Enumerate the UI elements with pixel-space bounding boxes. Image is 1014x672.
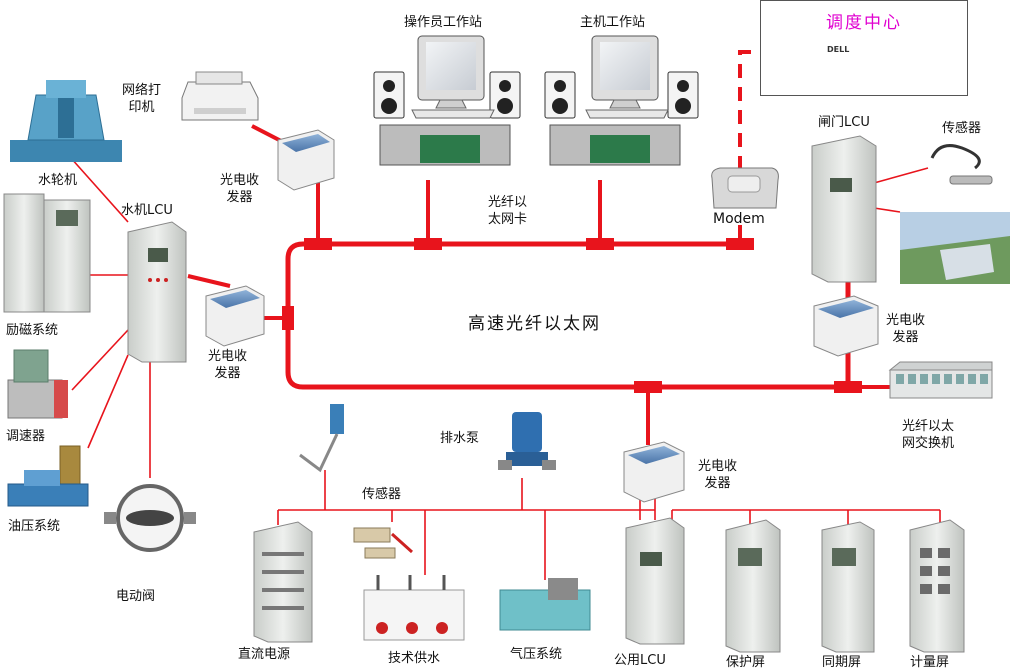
oil-pressure-icon bbox=[7, 445, 89, 507]
oil-pressure-label: 油压系统 bbox=[8, 519, 61, 534]
fiber-switch-label: 光纤以太 网交换机 bbox=[902, 419, 955, 451]
small-sensor-icon bbox=[353, 527, 414, 559]
common-lcu-label: 公用LCU bbox=[614, 653, 666, 668]
top-sensor-label: 传感器 bbox=[942, 121, 982, 136]
optical-transceiver-label-4: 光电收 发器 bbox=[698, 459, 738, 491]
governor-label: 调速器 bbox=[6, 429, 46, 444]
motor-valve-icon bbox=[104, 484, 196, 552]
drain-pump-icon bbox=[498, 412, 556, 470]
top-sensor-icon bbox=[930, 144, 993, 185]
optical-transceiver-icon-2 bbox=[205, 285, 265, 347]
dc-power-cabinet-icon bbox=[253, 521, 313, 643]
host-workstation-icon bbox=[544, 35, 699, 166]
pressure-sensor-icon bbox=[299, 404, 344, 473]
excitation-label: 励磁系统 bbox=[6, 323, 59, 338]
unit-lcu-label: 水机LCU bbox=[121, 203, 173, 218]
modem-dashed-link bbox=[738, 50, 760, 170]
dc-power-label: 直流电源 bbox=[238, 647, 291, 662]
optical-transceiver-label-3: 光电收 发器 bbox=[886, 313, 926, 345]
host-workstation-label: 主机工作站 bbox=[580, 15, 646, 30]
fiber-ring bbox=[285, 241, 851, 390]
dispatch-brand-label: DELL bbox=[827, 45, 850, 54]
network-title: 高速光纤以太网 bbox=[468, 314, 601, 334]
tech-water-label: 技术供水 bbox=[388, 651, 441, 666]
dam-photo-icon bbox=[900, 212, 1010, 284]
ring-taps bbox=[282, 238, 862, 393]
governor-icon bbox=[7, 349, 68, 419]
motor-valve-label: 电动阀 bbox=[116, 589, 156, 604]
protection-cabinet-icon bbox=[725, 519, 781, 653]
sync-label: 同期屏 bbox=[822, 655, 862, 670]
lcu-transceiver-link bbox=[187, 274, 231, 288]
gate-lcu-thin-links bbox=[873, 167, 929, 213]
optical-transceiver-icon-1 bbox=[277, 129, 335, 191]
bottom-sensor-label: 传感器 bbox=[362, 487, 402, 502]
fiber-nic-label: 光纤以 太网卡 bbox=[488, 195, 528, 227]
optical-transceiver-label-2: 光电收 发器 bbox=[208, 349, 248, 381]
gate-lcu-label: 闸门LCU bbox=[818, 115, 870, 130]
unit-lcu-cabinet-icon bbox=[127, 221, 187, 363]
modem-icon bbox=[711, 167, 779, 209]
excitation-cabinet-icon bbox=[3, 193, 91, 313]
operator-workstation-icon bbox=[373, 35, 521, 166]
sync-cabinet-icon bbox=[821, 521, 875, 653]
protection-label: 保护屏 bbox=[726, 655, 766, 670]
optical-transceiver-label-1: 光电收 发器 bbox=[220, 173, 260, 205]
optical-transceiver-icon-4 bbox=[623, 441, 685, 503]
fiber-switch-icon bbox=[888, 361, 993, 399]
dispatch-center-box: 调度中心 DELL bbox=[760, 0, 968, 96]
air-pressure-icon bbox=[499, 578, 591, 631]
air-pressure-label: 气压系统 bbox=[510, 647, 563, 662]
turbine-label: 水轮机 bbox=[38, 173, 78, 188]
optical-transceiver-icon-3 bbox=[813, 295, 879, 357]
ring-drops bbox=[245, 140, 890, 445]
operator-workstation-label: 操作员工作站 bbox=[404, 15, 483, 30]
network-printer-label: 网络打 印机 bbox=[122, 83, 162, 115]
turbine-icon bbox=[10, 80, 122, 162]
dispatch-center-title: 调度中心 bbox=[826, 13, 902, 33]
tech-water-icon bbox=[363, 575, 465, 641]
network-printer-icon bbox=[181, 71, 259, 121]
modem-label: Modem bbox=[713, 211, 765, 227]
common-lcu-cabinet-icon bbox=[625, 517, 685, 645]
gate-lcu-cabinet-icon bbox=[811, 135, 877, 283]
drain-pump-label: 排水泵 bbox=[440, 431, 480, 446]
metering-cabinet-icon bbox=[909, 519, 965, 653]
bottom-bus bbox=[277, 470, 941, 580]
metering-label: 计量屏 bbox=[910, 655, 950, 670]
